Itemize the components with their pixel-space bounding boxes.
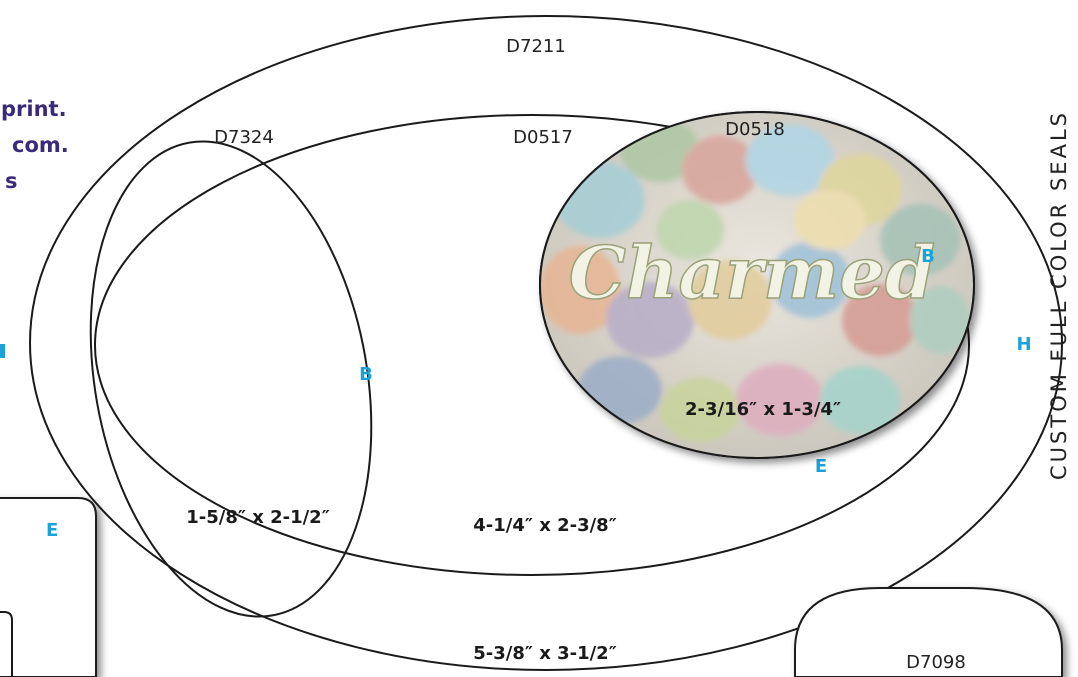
side-heading: CUSTOM FULL COLOR SEALS [1047,110,1071,480]
shape-outline-d7324 [89,140,373,618]
left-label-shape: E [0,497,97,677]
shape-grade-d7211: H [1016,334,1031,355]
promo-line-3: s [5,169,18,193]
shape-grade-d0517: E [815,456,827,477]
shape-code-d7324: D7324 [214,127,274,148]
shape-size-d7211: 5-3/8″ x 3-1/2″ [473,643,616,664]
shape-outline-d7098 [794,587,1063,677]
promo-line-2: com. [12,133,69,157]
shape-size-d0517: 4-1/4″ x 2-3/8″ [473,515,616,536]
shape-outline-d0517 [94,114,970,576]
sample-label-script: Charmed [569,230,936,315]
shape-size-d7324: 1-5/8″ x 2-1/2″ [186,507,329,528]
shape-size-d0518: 2-3/16″ x 1-3/4″ [685,399,841,420]
promo-text: print. com. s [1,97,69,193]
shape-code-d0518: D0518 [725,119,785,140]
left-inner-shape-outline [0,611,13,677]
left-label-outline [0,497,97,677]
shape-code-d0517: D0517 [513,127,573,148]
shape-outline-d0518 [539,111,975,459]
shape-grade-d7324: B [359,364,373,385]
shape-code-d7098: D7098 [906,652,966,673]
shape-outline-d7211 [29,15,1063,671]
shape-code-d7211: D7211 [506,36,566,57]
left-label-grade: E [46,520,58,541]
promo-line-1: print. [1,97,67,121]
shape-grade-d0518: B [921,246,935,267]
cropped-grade-mark [0,344,5,358]
shape-d7098: D7098 [794,587,1063,677]
